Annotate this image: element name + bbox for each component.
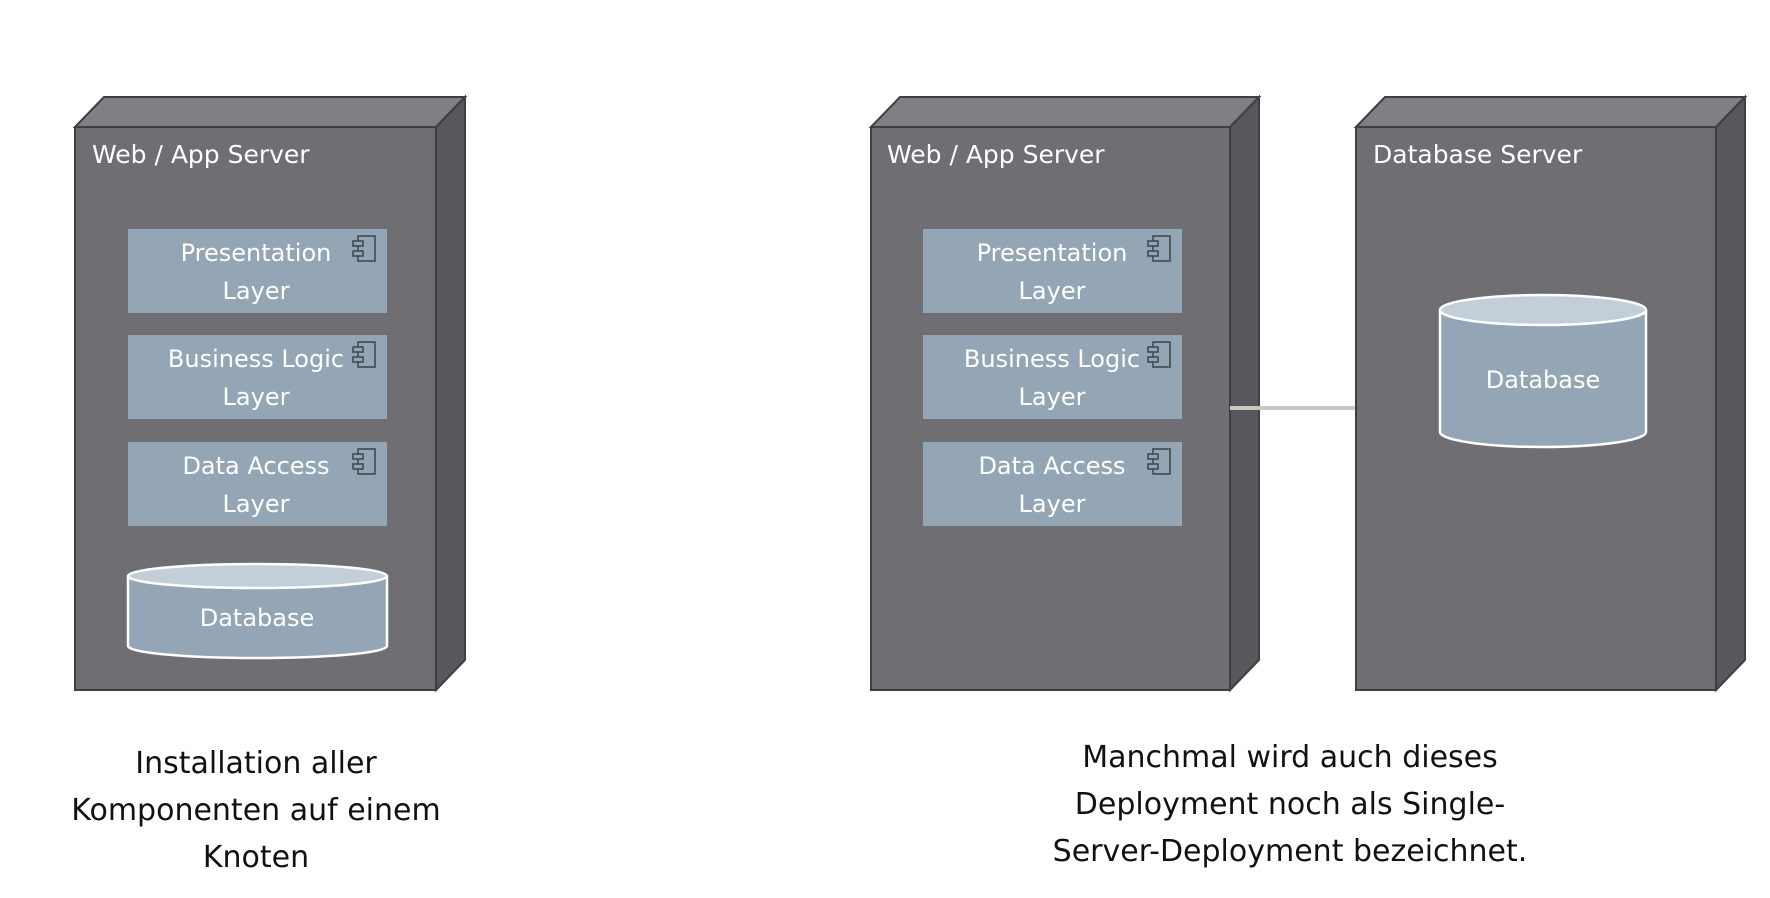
component-label-line1: Data Access [978,452,1125,480]
component-label-line2: Layer [1019,277,1086,305]
caption-line: Manchmal wird auch dieses [1082,740,1498,775]
component-label-line1: Data Access [182,452,329,480]
left-web-app-server-node: Web / App Server Presentation Layer Busi… [72,94,468,693]
left-component-presentation-layer: Presentation Layer [128,229,387,313]
right-component-presentation-layer: Presentation Layer [923,229,1182,313]
left-database-label: Database [200,604,315,632]
component-icon [352,235,376,262]
right-database-cylinder: Database [1438,293,1648,449]
right-component-business-logic-layer: Business Logic Layer [923,335,1182,419]
right-web-node-title: Web / App Server [887,140,1105,169]
component-icon [1147,235,1171,262]
caption-line: Knoten [202,840,310,875]
right-component-data-access-layer: Data Access Layer [923,442,1182,526]
left-component-business-logic-layer: Business Logic Layer [128,335,387,419]
component-label-line2: Layer [1019,490,1086,518]
component-icon [1147,341,1171,368]
component-label-line2: Layer [1019,383,1086,411]
left-database-cylinder: Database [126,562,389,660]
component-label-line2: Layer [223,490,290,518]
caption-line: Komponenten auf einem [71,793,441,828]
left-node-title: Web / App Server [92,140,310,169]
component-label-line1: Presentation [181,239,332,267]
right-web-app-server-node: Web / App Server Presentation Layer Busi… [868,94,1262,693]
left-component-data-access-layer: Data Access Layer [128,442,387,526]
caption-line: Installation aller [135,746,377,781]
caption-line: Server-Deployment bezeichnet. [1052,834,1528,869]
component-icon [352,341,376,368]
right-caption: Manchmal wird auch dieses Deployment noc… [1020,734,1560,875]
component-label-line1: Business Logic [964,345,1140,373]
left-caption: Installation aller Komponenten auf einem… [56,740,456,881]
component-label-line1: Business Logic [168,345,344,373]
right-database-label: Database [1486,366,1601,394]
component-icon [1147,448,1171,475]
database-server-node: Database Server Database [1353,94,1748,693]
component-label-line2: Layer [223,277,290,305]
database-node-title: Database Server [1373,140,1583,169]
component-label-line1: Presentation [977,239,1128,267]
component-icon [352,448,376,475]
caption-line: Deployment noch als Single- [1074,787,1506,822]
component-label-line2: Layer [223,383,290,411]
